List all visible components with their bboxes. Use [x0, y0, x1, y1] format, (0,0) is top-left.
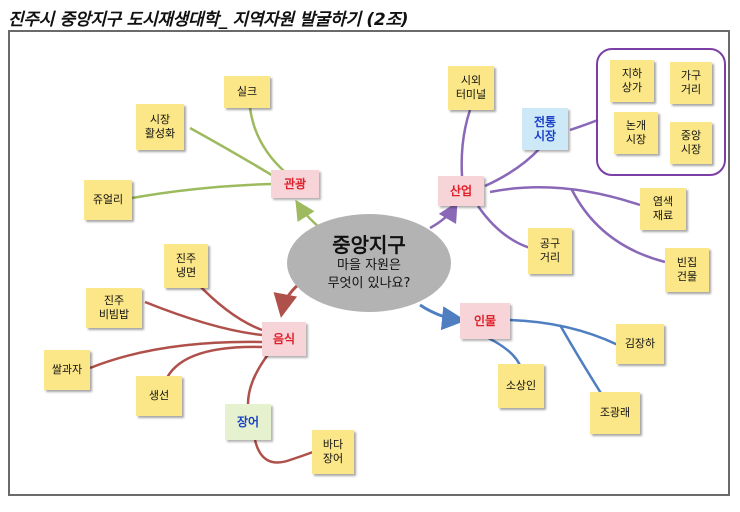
link-market-group — [569, 118, 599, 132]
note-underground-mall: 지하 상가 — [610, 60, 654, 102]
central-topic-question: 마을 자원은 무엇이 있나요? — [327, 258, 411, 291]
note-jinju-naengmyeon: 진주 냉면 — [164, 244, 208, 288]
link-center-industry — [429, 201, 458, 230]
page-title: 진주시 중앙지구 도시재생대학_ 지역자원 발굴하기 (2조) — [8, 10, 409, 30]
category-people: 인물 — [460, 303, 510, 339]
note-sea-eel: 바다 장어 — [312, 430, 354, 474]
link-industry-dye — [489, 186, 641, 207]
market-group-outline — [596, 48, 726, 176]
note-nongae-market: 논개 시장 — [614, 112, 658, 154]
central-topic: 중앙지구 마을 자원은 무엇이 있나요? — [287, 214, 451, 312]
link-tourism-market — [189, 126, 276, 179]
note-jo-gwangrae: 조광래 — [590, 392, 640, 434]
link-industry-market — [484, 147, 541, 188]
link-food-ricesnack — [89, 340, 263, 370]
link-food-naengmyeon — [195, 281, 263, 332]
link-industry-terminal — [460, 109, 472, 177]
category-food: 음식 — [262, 322, 306, 356]
note-fish: 생선 — [136, 376, 182, 416]
link-industry-tools — [476, 205, 531, 250]
note-jungang-market: 중앙 시장 — [670, 122, 712, 164]
note-dye-material: 염색 재료 — [640, 188, 686, 230]
note-jinju-bibimbap: 진주 비빔밥 — [86, 288, 142, 328]
note-small-merchants: 소상인 — [498, 364, 544, 408]
note-kim-jangha: 김장하 — [616, 324, 664, 364]
link-food-eel — [246, 351, 271, 405]
category-traditional-market: 전통 시장 — [522, 108, 568, 150]
link-industry-vacant — [570, 189, 666, 264]
link-food-bibimbap — [144, 300, 263, 337]
note-vacant-buildings: 빈집 건물 — [665, 248, 709, 292]
central-topic-title: 중앙지구 — [332, 233, 406, 257]
note-market-activation: 시장 활성화 — [136, 104, 184, 150]
link-center-food — [273, 283, 299, 318]
link-tourism-silk — [248, 107, 286, 173]
link-eel-seaeel — [253, 439, 314, 464]
category-tourism: 관광 — [271, 170, 319, 198]
note-silk: 실크 — [224, 76, 270, 108]
link-center-people — [419, 303, 466, 331]
note-tool-street: 공구 거리 — [528, 228, 572, 274]
note-jewelry: 쥬얼리 — [84, 180, 132, 220]
note-rice-snack: 쌀과자 — [44, 350, 90, 390]
link-people-kim — [509, 318, 619, 347]
link-tourism-jewelry — [131, 182, 273, 200]
link-food-fish — [163, 345, 263, 383]
category-industry: 산업 — [438, 176, 484, 206]
link-people-jo — [558, 324, 606, 399]
category-eel: 장어 — [225, 404, 271, 440]
note-furniture-street: 가구 거리 — [670, 62, 712, 104]
note-bus-terminal: 시외 터미널 — [448, 66, 494, 110]
